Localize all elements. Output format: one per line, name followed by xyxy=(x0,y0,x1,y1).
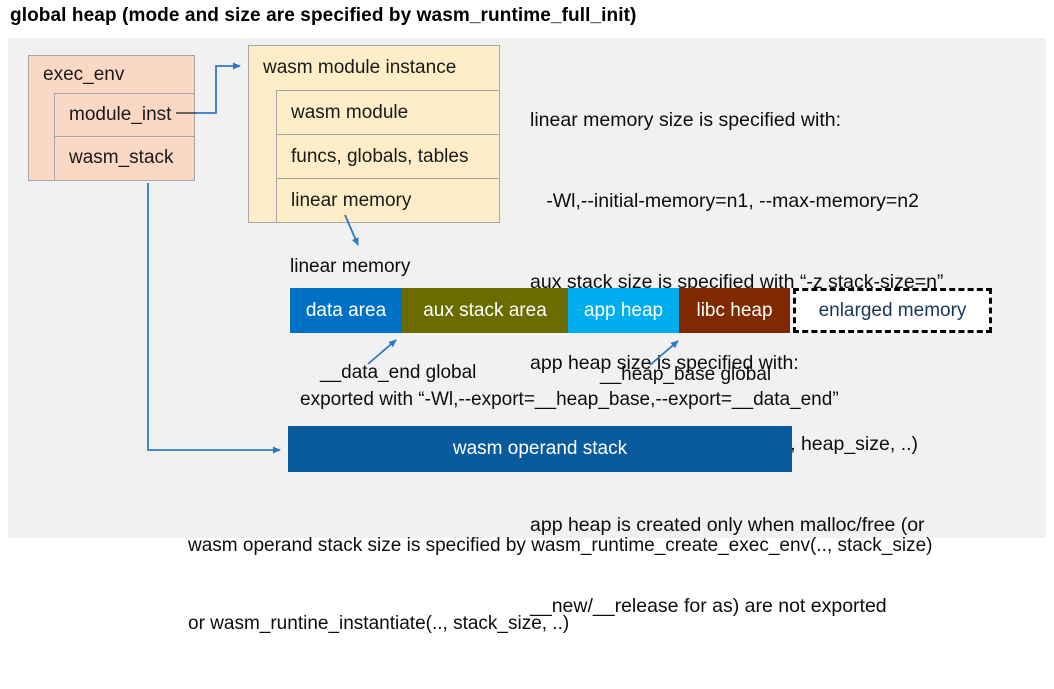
segment-data-area: data area xyxy=(290,288,402,333)
linear-memory-title: linear memory xyxy=(290,256,411,277)
page-title: global heap (mode and size are specified… xyxy=(10,5,637,26)
note-line: linear memory size is specified with: xyxy=(530,109,842,131)
diagram-canvas: global heap (mode and size are specified… xyxy=(8,5,1046,634)
exported-with-label: exported with “-Wl,--export=__heap_base,… xyxy=(300,389,839,410)
segment-aux-stack-area: aux stack area xyxy=(402,288,568,333)
operand-stack-bar: wasm operand stack xyxy=(288,426,792,472)
segment-libc-heap: libc heap xyxy=(679,288,790,333)
funcs-globals-tables-label: funcs, globals, tables xyxy=(291,146,469,167)
linear-memory-row-label: linear memory xyxy=(291,190,412,211)
note-line: app heap size is specified with: xyxy=(530,352,799,374)
module-instance-label: wasm module instance xyxy=(263,57,457,78)
exec-env-row-wasm-stack: wasm_stack xyxy=(54,136,195,181)
data-end-global-label: __data_end global xyxy=(320,362,477,383)
note-line: aux stack size is specified with “-z sta… xyxy=(530,271,944,293)
note-line: wasm operand stack size is specified by … xyxy=(188,535,933,556)
operand-stack-label: wasm operand stack xyxy=(452,438,628,459)
note-line: -Wl,--initial-memory=n1, --max-memory=n2 xyxy=(530,190,919,212)
segment-app-heap: app heap xyxy=(568,288,679,333)
module-instance-row-wasm-module: wasm module xyxy=(276,90,500,135)
note-line: or wasm_runtine_instantiate(.., stack_si… xyxy=(188,613,570,634)
heap-base-global-label: __heap_base global xyxy=(600,364,772,385)
module-inst-label: module_inst xyxy=(69,104,172,125)
segment-enlarged-memory: enlarged memory xyxy=(793,288,992,333)
exec-env-box: exec_env module_inst wasm_stack xyxy=(28,55,195,181)
module-instance-row-funcs-globals-tables: funcs, globals, tables xyxy=(276,134,500,179)
module-instance-box: wasm module instance wasm module funcs, … xyxy=(248,45,500,223)
wasm-stack-label: wasm_stack xyxy=(69,147,174,168)
linear-memory-bar: data area aux stack area app heap libc h… xyxy=(290,288,992,333)
notes-bottom: wasm operand stack size is specified by … xyxy=(188,481,1048,689)
module-instance-row-linear-memory: linear memory xyxy=(276,178,500,223)
exec-env-label: exec_env xyxy=(43,64,125,85)
note-line: app heap is created only when malloc/fre… xyxy=(530,514,925,536)
wasm-module-label: wasm module xyxy=(291,102,409,123)
exec-env-row-module-inst: module_inst xyxy=(54,93,195,137)
